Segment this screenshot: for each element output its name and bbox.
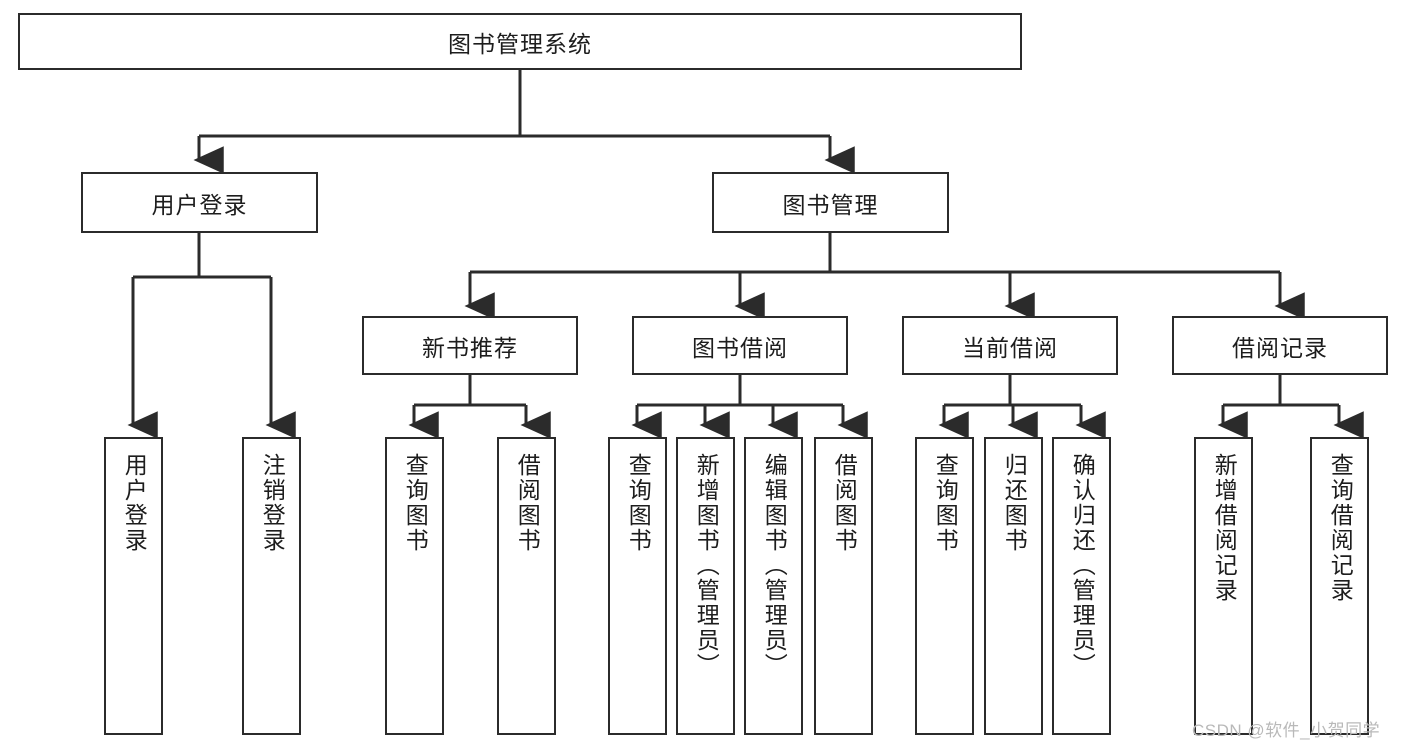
node-leaf-query-borrow-record[interactable]: 查询借阅记录 — [1310, 437, 1369, 735]
node-label: 用户登录 — [151, 191, 248, 218]
node-label: 新增借阅记录 — [1211, 453, 1238, 603]
node-label: 新增图书（管理员） — [693, 453, 720, 678]
node-label: 归还图书 — [1001, 453, 1028, 553]
node-leaf-borrow-book-recommend[interactable]: 借阅图书 — [497, 437, 556, 735]
node-leaf-return-book[interactable]: 归还图书 — [984, 437, 1043, 735]
node-leaf-query-book-recommend[interactable]: 查询图书 — [385, 437, 444, 735]
node-leaf-borrow-book[interactable]: 借阅图书 — [814, 437, 873, 735]
node-current-borrow[interactable]: 当前借阅 — [902, 316, 1118, 375]
node-book-borrow[interactable]: 图书借阅 — [632, 316, 848, 375]
node-label: 借阅图书 — [514, 453, 541, 553]
node-leaf-confirm-return[interactable]: 确认归还（管理员） — [1052, 437, 1111, 735]
node-label: 查询图书 — [625, 453, 652, 553]
node-book-management-system[interactable]: 图书管理系统 — [18, 13, 1022, 70]
node-leaf-query-book-borrow[interactable]: 查询图书 — [608, 437, 667, 735]
node-label: 确认归还（管理员） — [1069, 453, 1096, 678]
node-leaf-query-book-current[interactable]: 查询图书 — [915, 437, 974, 735]
node-label: 编辑图书（管理员） — [761, 453, 788, 678]
node-user-login[interactable]: 用户登录 — [81, 172, 318, 233]
node-label: 图书管理系统 — [448, 30, 592, 57]
node-new-book-recommend[interactable]: 新书推荐 — [362, 316, 578, 375]
csdn-watermark: CSDN @软件_小贺同学 — [1192, 721, 1381, 740]
node-label: 新书推荐 — [422, 334, 518, 361]
node-label: 图书借阅 — [692, 334, 788, 361]
node-leaf-edit-book[interactable]: 编辑图书（管理员） — [744, 437, 803, 735]
node-book-management[interactable]: 图书管理 — [712, 172, 949, 233]
node-label: 图书管理 — [782, 191, 879, 218]
node-label: 当前借阅 — [962, 334, 1058, 361]
node-leaf-user-login[interactable]: 用户登录 — [104, 437, 163, 735]
node-leaf-add-book[interactable]: 新增图书（管理员） — [676, 437, 735, 735]
node-leaf-logout-login[interactable]: 注销登录 — [242, 437, 301, 735]
node-label: 借阅记录 — [1232, 334, 1328, 361]
node-label: 查询图书 — [932, 453, 959, 553]
node-label: 查询借阅记录 — [1327, 453, 1354, 603]
node-borrow-record[interactable]: 借阅记录 — [1172, 316, 1388, 375]
node-leaf-add-borrow-record[interactable]: 新增借阅记录 — [1194, 437, 1253, 735]
node-label: 查询图书 — [402, 453, 429, 553]
node-label: 借阅图书 — [831, 453, 858, 553]
node-label: 注销登录 — [259, 453, 286, 553]
node-label: 用户登录 — [121, 453, 148, 553]
